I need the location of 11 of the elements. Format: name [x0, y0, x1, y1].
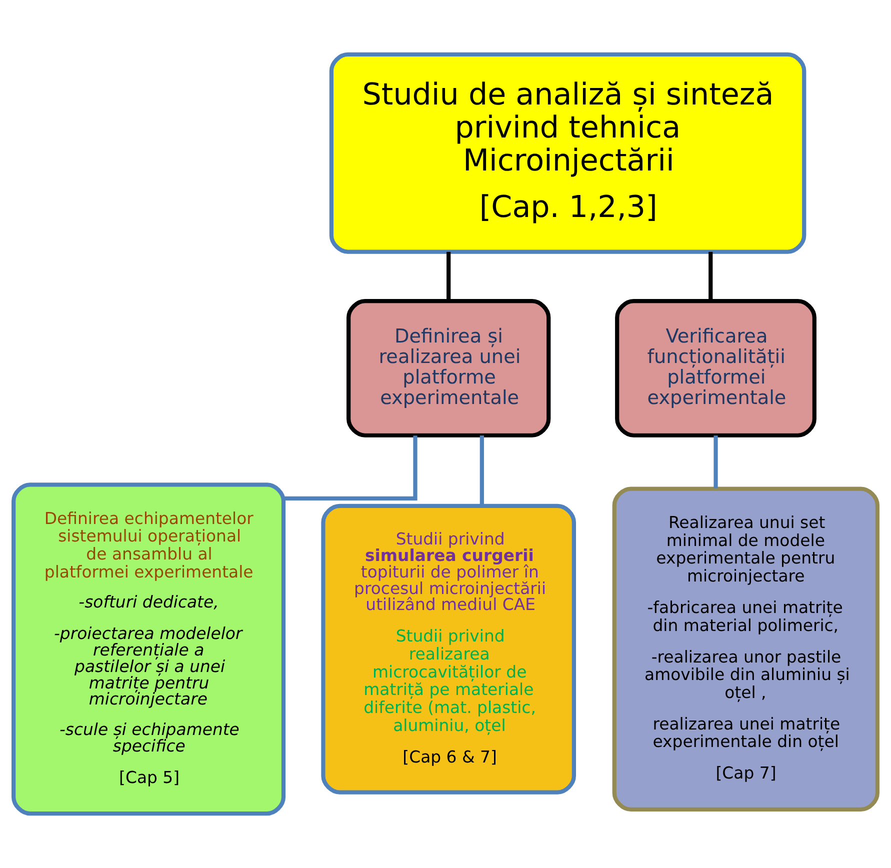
connector: [714, 436, 718, 488]
connector: [284, 436, 418, 500]
connector: [446, 252, 451, 301]
node-box: Studii privind simularea curgerii topiturii de polimer în procesul microinjectării utilizând mediul CAE Studii privind realizarea microcavităților de matriță pe materiale diferite (mat. plastic, aluminiu, oțel [Cap 6 & 7]: [321, 504, 576, 794]
node-box: Definirea și realizarea unei platforme experimentale: [346, 299, 551, 438]
connector: [480, 436, 484, 506]
node-box: Definirea echipamentelor sistemului operațional de ansamblu al platformei experimentale -softuri dedicate, -proiectarea modelelor referențiale a pastilelor și a unei matrițe pentru microinjectare -scule și echipamente specifice [Cap 5]: [12, 482, 286, 816]
connector: [708, 252, 713, 301]
node-box: Verificarea funcționalității platformei experimentale: [615, 299, 816, 438]
node-box: Studiu de analiză și sinteză privind tehnica Microinjectării [Cap. 1,2,3]: [329, 52, 806, 254]
node-box: Realizarea unui set minimal de modele experimentale pentru microinjectare -fabricarea unei matrițe din material polimeric, -realizarea unor pastile amovibile din aluminiu și oțel , realizarea unei matrițe experimentale din oțel [Cap 7]: [612, 486, 880, 812]
